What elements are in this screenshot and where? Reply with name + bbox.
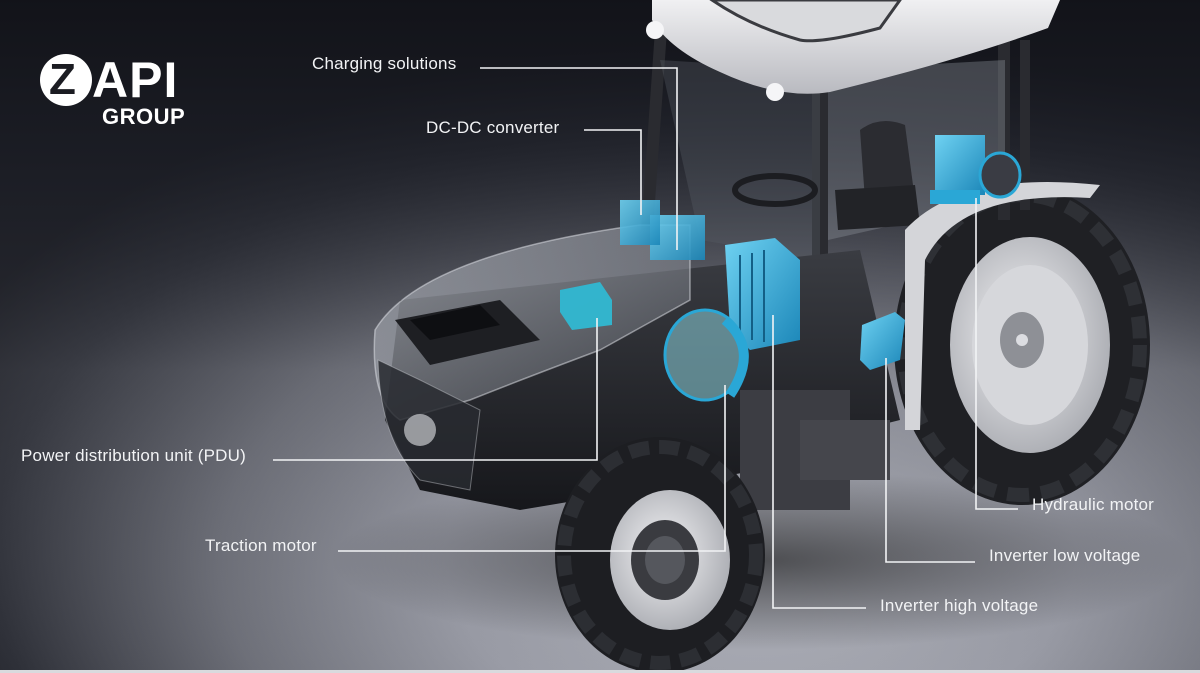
cab-roof xyxy=(646,0,1060,101)
callout-inverter-low-voltage: Inverter low voltage xyxy=(989,546,1141,565)
operator-seat xyxy=(835,121,920,230)
callout-hydraulic-motor: Hydraulic motor xyxy=(1032,495,1155,514)
bottom-edge xyxy=(0,670,1200,673)
callout-traction-motor: Traction motor xyxy=(205,536,317,555)
callout-dcdc-converter: DC-DC converter xyxy=(426,118,560,137)
front-wheel xyxy=(555,437,765,673)
logo-text: API xyxy=(92,52,179,108)
steering-wheel xyxy=(732,173,818,207)
logo-subtext: GROUP xyxy=(102,104,186,129)
zapi-group-logo: Z API GROUP xyxy=(40,54,200,134)
pdu-unit xyxy=(560,282,612,330)
inverter-lv-unit xyxy=(860,312,905,370)
logo-circle-icon xyxy=(40,54,92,106)
callout-charging-solutions: Charging solutions xyxy=(312,54,457,73)
callout-pdu: Power distribution unit (PDU) xyxy=(21,446,246,465)
dcdc-converter-unit xyxy=(620,200,660,245)
logo-letter: Z xyxy=(49,55,76,104)
hydraulic-motor-unit xyxy=(930,135,1022,204)
callout-inverter-high-voltage: Inverter high voltage xyxy=(880,596,1039,615)
